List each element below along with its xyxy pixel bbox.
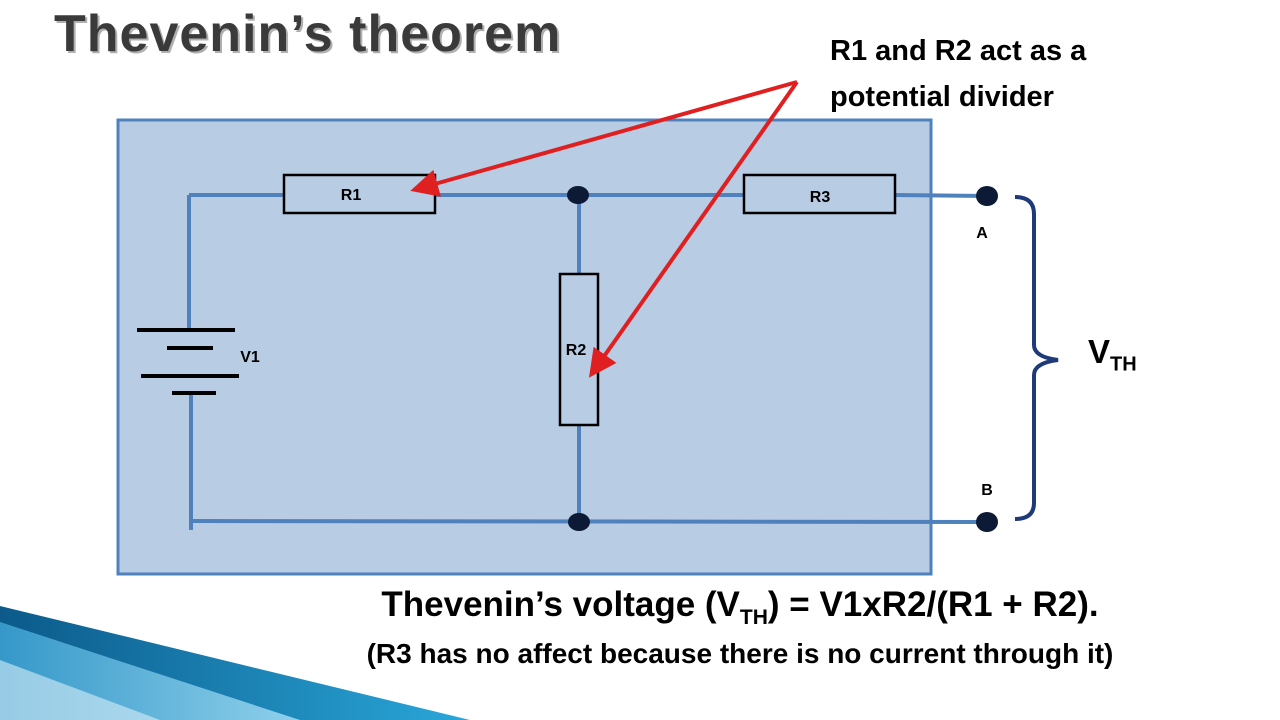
vth-subscript: TH xyxy=(1110,353,1137,376)
formula-note: (R3 has no affect because there is no cu… xyxy=(366,638,1114,669)
label-terminal-a: A xyxy=(976,225,988,242)
callout-line-2: potential divider xyxy=(830,81,1054,114)
label-v1: V1 xyxy=(240,349,260,366)
formula-subscript: TH xyxy=(739,606,768,629)
callout-arrow-to-r1 xyxy=(410,80,798,197)
slide-title: Thevenin’s theorem xyxy=(54,5,562,63)
battery-v1 xyxy=(137,328,239,395)
wire-r3-to-a xyxy=(894,193,988,198)
label-r3: R3 xyxy=(810,189,831,206)
terminal-a-node xyxy=(976,186,998,206)
junction-node-bottom xyxy=(568,513,590,531)
corner-stripe-white xyxy=(0,660,160,720)
formula-prefix: Thevenin’s voltage (V xyxy=(381,585,740,624)
vth-label: VTH xyxy=(1088,333,1137,377)
thevenin-formula: Thevenin’s voltage (VTH) = V1xR2/(R1 + R… xyxy=(300,585,1180,630)
callout-line-1: R1 and R2 act as a xyxy=(830,35,1087,67)
resistor-r3 xyxy=(742,173,897,215)
vth-brace xyxy=(1014,195,1059,521)
junction-node-top xyxy=(567,186,589,204)
vth-main: V xyxy=(1088,333,1111,370)
terminal-b-node xyxy=(976,512,998,532)
callout-arrow-to-r2 xyxy=(588,80,799,378)
label-r2: R2 xyxy=(566,342,587,359)
label-r1: R1 xyxy=(341,187,362,204)
callout-text: R1 and R2 act as a potential divider xyxy=(830,28,1086,121)
label-terminal-b: B xyxy=(981,482,993,499)
resistor-r1 xyxy=(282,173,437,215)
formula-suffix: ) = V1xR2/(R1 + R2). xyxy=(767,585,1099,624)
